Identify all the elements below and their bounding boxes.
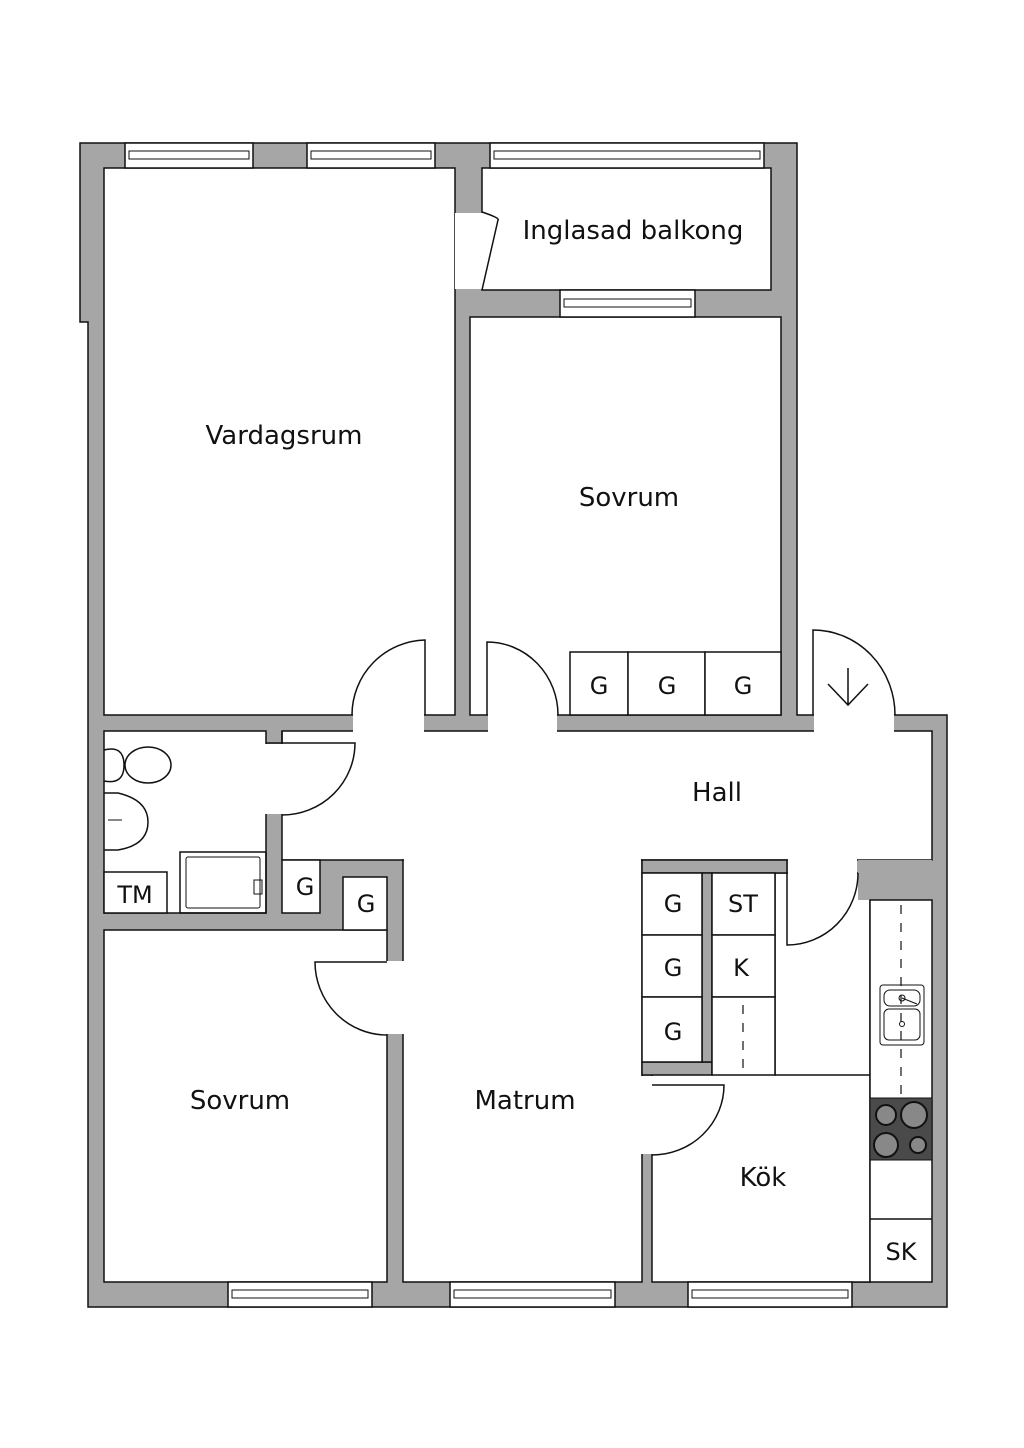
door-balkong[interactable] [481,211,499,291]
closet-g-kok-1[interactable] [641,872,703,936]
windows [124,142,853,1308]
closet-g-sovrum-3[interactable] [704,651,782,716]
shower-icon [179,851,267,914]
fixture-label-tm: TM [116,881,152,909]
closet-label: G [664,954,683,982]
door-sovrum-1[interactable] [486,641,559,716]
door-vardagsrum[interactable] [351,639,426,716]
entry-arrow-icon [827,668,869,707]
closet-st[interactable] [711,872,776,936]
stove-icon [869,1097,933,1161]
toilet-icon [103,746,172,784]
closet-k[interactable] [711,934,776,998]
door-kok-hall[interactable] [786,872,859,946]
room-sovrum-1 [469,316,782,716]
door-kok-matrum[interactable] [651,1084,725,1156]
closet-label: G [664,890,683,918]
door-bathroom[interactable] [281,742,356,816]
bathroom-sink-icon [104,792,149,851]
closet-g-hall-1[interactable] [281,859,321,914]
door-sovrum-2[interactable] [314,961,388,1036]
closet-label: G [357,890,376,918]
room-label-vardagsrum: Vardagsrum [206,421,363,451]
window [687,1281,853,1308]
room-label-sovrum-1: Sovrum [579,483,679,513]
room-label-matrum: Matrum [474,1086,575,1116]
window [559,289,696,318]
room-sovrum-2 [103,929,388,1283]
washing-machine-tm [103,871,168,914]
closet-g-kok-3[interactable] [641,996,703,1063]
closet-g-kok-2[interactable] [641,934,703,998]
closet-label: G [734,672,753,700]
room-matrum [402,859,643,1283]
room-label-kok: Kök [740,1163,787,1193]
closet-g-sovrum-2[interactable] [627,651,706,716]
window [227,1281,373,1308]
fixture-label-sk: SK [886,1238,918,1266]
closet-label-st: ST [728,890,758,918]
window [306,142,436,169]
closet-g-hall-2[interactable] [342,876,388,931]
closet-label-k: K [733,954,750,982]
kitchen-sink-icon [879,984,925,1046]
closet-label: G [296,873,315,901]
closet-label: G [664,1018,683,1046]
closet-label: G [658,672,677,700]
window [124,142,254,169]
window [449,1281,616,1308]
window [489,142,765,169]
room-hall [281,730,933,861]
room-label-balkong: Inglasad balkong [523,216,744,246]
room-label-hall: Hall [692,778,742,808]
room-label-sovrum-2: Sovrum [190,1086,290,1116]
door-entry[interactable] [812,629,896,716]
closet-label: G [590,672,609,700]
room-vardagsrum [103,167,456,716]
